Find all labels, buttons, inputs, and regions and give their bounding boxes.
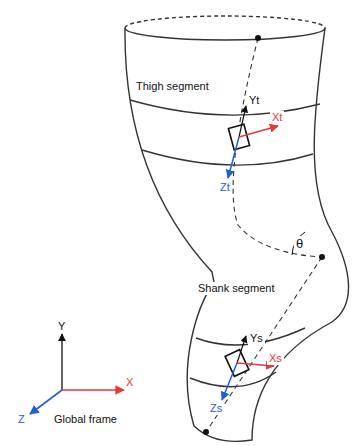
axis-label: Xt — [270, 111, 284, 124]
axis-label: Zt — [218, 181, 232, 194]
global-frame-axes — [30, 334, 124, 414]
axis-label: Y — [56, 320, 67, 333]
joint-dot — [203, 35, 325, 435]
angle-arc — [292, 232, 305, 255]
shank-sensor — [222, 336, 274, 400]
segment-name: Shank segment — [196, 282, 276, 295]
frame-name: Global frame — [52, 413, 119, 426]
segment-axis — [206, 38, 322, 432]
leg-outline — [125, 16, 349, 441]
segment-name: Thigh segment — [134, 80, 211, 93]
axis-label: Zs — [208, 402, 224, 415]
axis-label: Yt — [247, 94, 261, 107]
axis-label: Z — [16, 413, 27, 426]
axis-label: X — [124, 376, 135, 389]
angle-symbol: θ — [294, 236, 305, 251]
axis-label: Ys — [248, 332, 265, 345]
axis-label: Xs — [267, 352, 284, 365]
